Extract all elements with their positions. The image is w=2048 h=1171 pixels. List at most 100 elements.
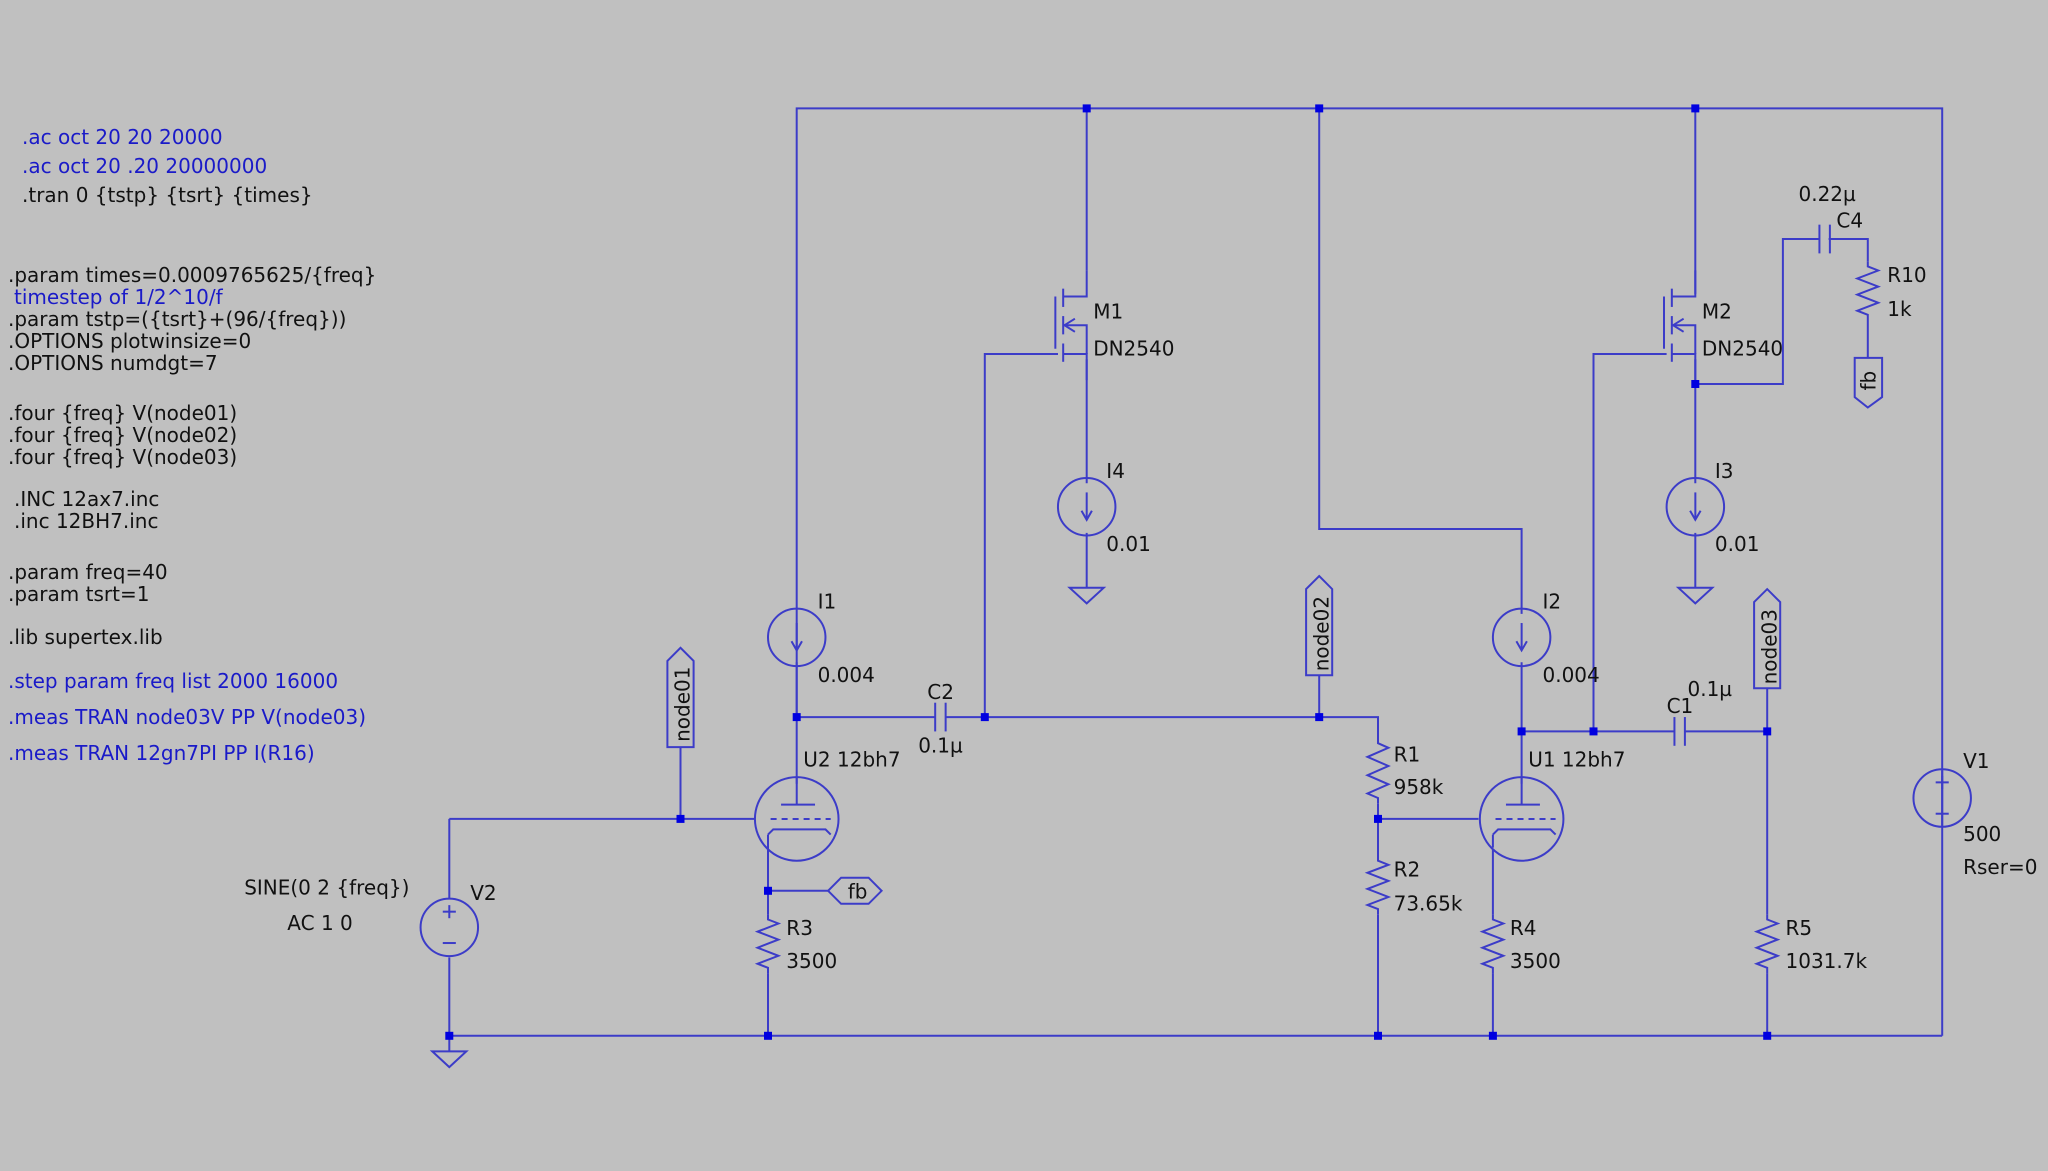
label-m2-model[interactable]: DN2540 xyxy=(1702,336,1783,360)
directive-param-tstp[interactable]: .param tstp=({tsrt}+(96/{freq})) xyxy=(8,307,347,331)
mosfet-m2-source-lead xyxy=(1671,353,1697,381)
junction-dot xyxy=(1488,1031,1497,1040)
label-v2-name[interactable]: V2 xyxy=(470,881,496,905)
label-r1-name[interactable]: R1 xyxy=(1394,743,1421,767)
label-r3-name[interactable]: R3 xyxy=(786,916,813,940)
junction-dot xyxy=(445,1031,454,1040)
label-r3-value[interactable]: 3500 xyxy=(786,949,837,973)
junction-dot xyxy=(1763,1031,1772,1040)
label-v1-name[interactable]: V1 xyxy=(1963,749,1989,773)
voltage-source-v1-circle xyxy=(1912,768,1972,828)
label-r1-value[interactable]: 958k xyxy=(1394,775,1444,799)
junction-dot xyxy=(1315,104,1324,113)
wire-c1-to-r5 xyxy=(1684,730,1769,915)
label-i1-value[interactable]: 0.004 xyxy=(818,663,875,687)
label-i3-name[interactable]: I3 xyxy=(1715,459,1734,483)
resistor-r2 xyxy=(1364,855,1392,915)
comment-timestep[interactable]: timestep of 1/2^10/f xyxy=(14,285,223,309)
label-m1-name[interactable]: M1 xyxy=(1093,300,1123,324)
label-m1-model[interactable]: DN2540 xyxy=(1093,336,1174,360)
mosfet-m1-arrow xyxy=(1062,317,1076,333)
directive-four-node03[interactable]: .four {freq} V(node03) xyxy=(8,445,238,469)
label-r2-value[interactable]: 73.65k xyxy=(1394,891,1463,915)
label-i2-name[interactable]: I2 xyxy=(1543,590,1562,614)
current-source-i1-arrow-head xyxy=(790,640,803,653)
resistor-r10 xyxy=(1854,261,1881,320)
directive-four-node02[interactable]: .four {freq} V(node02) xyxy=(8,423,238,447)
label-v1-rser[interactable]: Rser=0 xyxy=(1963,855,2037,879)
current-source-i3-arrow-head xyxy=(1689,510,1702,522)
directive-tran[interactable]: .tran 0 {tstp} {tsrt} {times} xyxy=(22,183,313,207)
current-source-i2-circle xyxy=(1491,607,1552,668)
label-r10-name[interactable]: R10 xyxy=(1887,263,1926,287)
directive-options-plotwinsize[interactable]: .OPTIONS plotwinsize=0 xyxy=(8,329,252,353)
directive-meas-12gn7pi[interactable]: .meas TRAN 12gn7PI PP I(R16) xyxy=(8,741,315,765)
ground-i3 xyxy=(1675,586,1715,605)
junction-dot xyxy=(764,886,772,895)
directive-param-tsrt[interactable]: .param tsrt=1 xyxy=(8,582,150,606)
label-c2-name[interactable]: C2 xyxy=(927,680,954,704)
directive-meas-node03v[interactable]: .meas TRAN node03V PP V(node03) xyxy=(8,705,367,729)
directive-lib[interactable]: .lib supertex.lib xyxy=(8,625,163,649)
label-fb2[interactable]: fb xyxy=(1857,371,1881,391)
mosfet-m1-body-lead xyxy=(1063,324,1088,354)
label-i4-name[interactable]: I4 xyxy=(1106,459,1125,483)
label-node01[interactable]: node01 xyxy=(671,667,695,742)
label-v2-ac[interactable]: AC 1 0 xyxy=(287,911,352,935)
directive-param-times[interactable]: .param times=0.0009765625/{freq} xyxy=(8,263,377,287)
label-i1-name[interactable]: I1 xyxy=(818,590,837,614)
label-c2-value[interactable]: 0.1µ xyxy=(918,733,963,757)
wire-c4-to-r10 xyxy=(1828,238,1869,262)
components xyxy=(419,224,1972,1069)
label-r10-value[interactable]: 1k xyxy=(1887,297,1912,321)
label-i2-value[interactable]: 0.004 xyxy=(1543,663,1600,687)
junction-dot xyxy=(1589,727,1598,736)
directive-step[interactable]: .step param freq list 2000 16000 xyxy=(8,669,339,693)
netlabel-fb2-flag xyxy=(1853,356,1884,409)
label-m2-name[interactable]: M2 xyxy=(1702,300,1732,324)
directive-inc-12bh7[interactable]: .inc 12BH7.inc xyxy=(14,509,159,533)
directive-inc-12ax7[interactable]: .INC 12ax7.inc xyxy=(14,487,160,511)
label-v1-value[interactable]: 500 xyxy=(1963,822,2001,846)
mosfet-m2-arrow xyxy=(1671,317,1685,333)
voltage-source-v2-circle xyxy=(419,897,480,958)
resistor-r1 xyxy=(1364,738,1391,804)
directive-ac2[interactable]: .ac oct 20 .20 20000000 xyxy=(22,154,268,178)
label-u1[interactable]: U1 12bh7 xyxy=(1528,748,1625,772)
junction-dot xyxy=(792,713,801,722)
netlabel-node01-flag xyxy=(666,646,695,749)
junction-dot xyxy=(980,713,989,722)
label-node03[interactable]: node03 xyxy=(1757,609,1781,684)
directive-ac1[interactable]: .ac oct 20 20 20000 xyxy=(22,125,223,149)
directive-four-node01[interactable]: .four {freq} V(node01) xyxy=(8,401,238,425)
resistor-r5 xyxy=(1753,914,1781,974)
current-source-i4-arrow-head xyxy=(1080,510,1093,522)
wire-supply-rail xyxy=(795,107,1944,1036)
directive-param-freq[interactable]: .param freq=40 xyxy=(8,560,168,584)
junction-dot xyxy=(1691,104,1700,113)
label-fb1[interactable]: fb xyxy=(848,880,868,904)
label-node02[interactable]: node02 xyxy=(1309,596,1333,671)
label-c4-name[interactable]: C4 xyxy=(1836,208,1863,232)
label-r5-name[interactable]: R5 xyxy=(1786,916,1813,940)
label-r5-value[interactable]: 1031.7k xyxy=(1786,949,1868,973)
label-r2-name[interactable]: R2 xyxy=(1394,857,1421,881)
label-c1-name[interactable]: C1 xyxy=(1667,694,1694,718)
label-r4-value[interactable]: 3500 xyxy=(1510,949,1561,973)
current-source-i2-arrow-head xyxy=(1515,640,1528,653)
label-i3-value[interactable]: 0.01 xyxy=(1715,532,1760,556)
label-c1-value[interactable]: 0.1µ xyxy=(1688,677,1733,701)
label-u2[interactable]: U2 12bh7 xyxy=(803,748,900,772)
label-c4-value[interactable]: 0.22µ xyxy=(1799,182,1857,206)
junction-dot xyxy=(1763,727,1772,736)
netlabel-fb1-flag xyxy=(826,876,884,905)
netlabel-node03-flag xyxy=(1753,587,1782,690)
label-i4-value[interactable]: 0.01 xyxy=(1106,532,1151,556)
mosfet-m1-drain-lead xyxy=(1063,270,1088,298)
label-v2-sine[interactable]: SINE(0 2 {freq}) xyxy=(244,876,409,900)
label-r4-name[interactable]: R4 xyxy=(1510,916,1537,940)
junction-dot xyxy=(1517,727,1526,736)
directive-options-numdgt[interactable]: .OPTIONS numdgt=7 xyxy=(8,351,218,375)
junctions xyxy=(445,104,1772,1040)
